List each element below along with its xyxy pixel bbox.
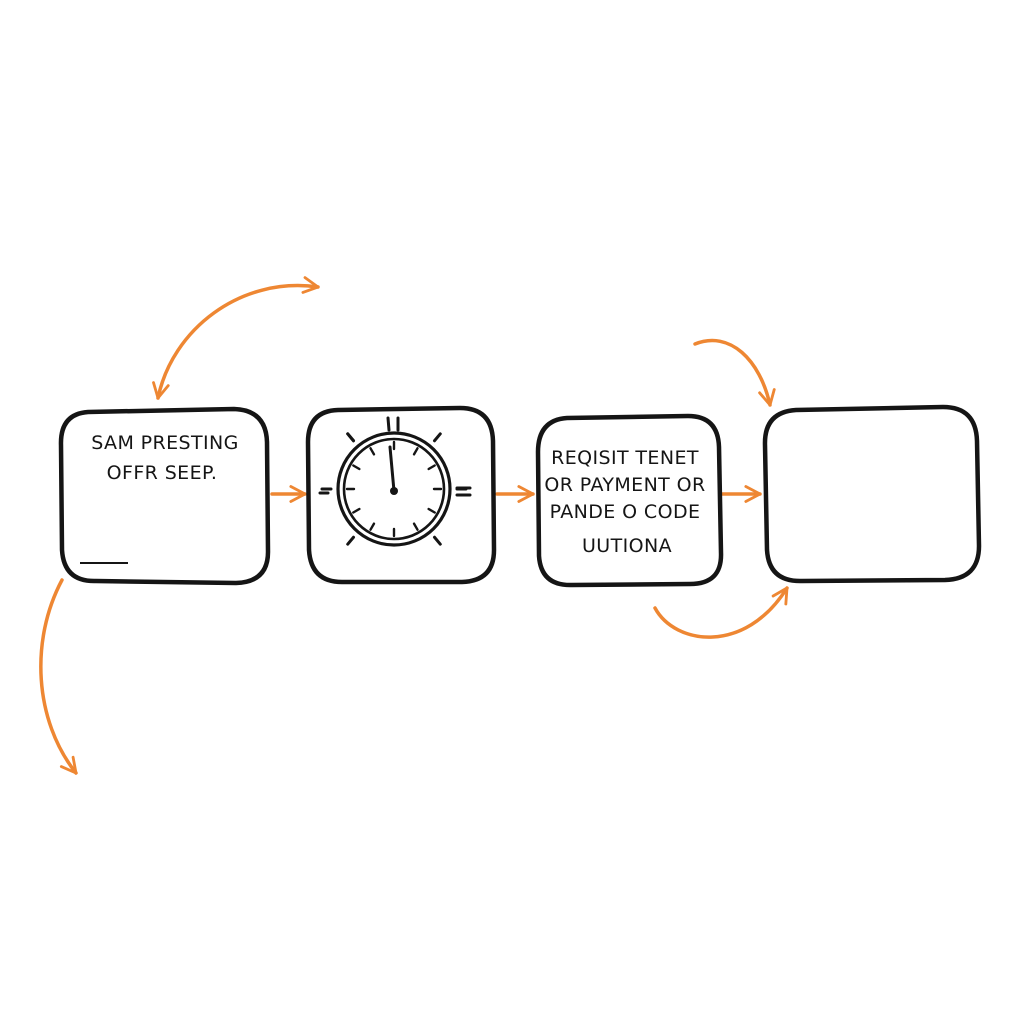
clock-dial-tick bbox=[369, 522, 376, 531]
step-3-line-4: UUTIONA bbox=[582, 535, 672, 557]
clock-dial-tick bbox=[412, 522, 419, 531]
curved-arrow-top-right bbox=[693, 338, 776, 407]
clock-dial-tick bbox=[369, 447, 376, 456]
step-3: REQISIT TENET OR PAYMENT OR PANDE O CODE… bbox=[535, 413, 724, 588]
clock-dial-tick bbox=[352, 507, 361, 514]
clock-dial-tick bbox=[352, 464, 361, 471]
clock-hand bbox=[388, 445, 396, 493]
clock-dial-tick bbox=[427, 464, 436, 471]
clock-ray bbox=[432, 432, 442, 443]
clock-dial-tick bbox=[427, 507, 436, 514]
step-4 bbox=[762, 404, 982, 584]
step-1-line-1: SAM PRESTING bbox=[91, 432, 239, 454]
clock-tick-marks bbox=[320, 432, 468, 546]
step-3-line-2: OR PAYMENT OR bbox=[544, 474, 705, 496]
step-1-line-2: OFFR SEEP. bbox=[107, 462, 218, 484]
clock-ray bbox=[346, 535, 356, 546]
clock-dial-tick bbox=[412, 447, 419, 456]
step-3-box bbox=[535, 413, 724, 588]
clock-ray bbox=[346, 432, 356, 443]
clock-center bbox=[390, 487, 398, 495]
step-1: SAM PRESTING OFFR SEEP. bbox=[58, 406, 271, 586]
step-3-line-3: PANDE O CODE bbox=[550, 501, 701, 523]
curved-arrow-top-left bbox=[152, 276, 320, 400]
curved-arrow-bottom-left bbox=[39, 578, 78, 775]
step-3-line-1: REQISIT TENET bbox=[551, 447, 699, 469]
step-2 bbox=[305, 405, 497, 585]
step-1-box bbox=[58, 406, 271, 586]
clock-ray bbox=[432, 535, 442, 546]
curved-arrow-bottom-right bbox=[653, 586, 789, 639]
step-4-box bbox=[762, 404, 982, 584]
stopwatch-icon bbox=[318, 416, 472, 547]
